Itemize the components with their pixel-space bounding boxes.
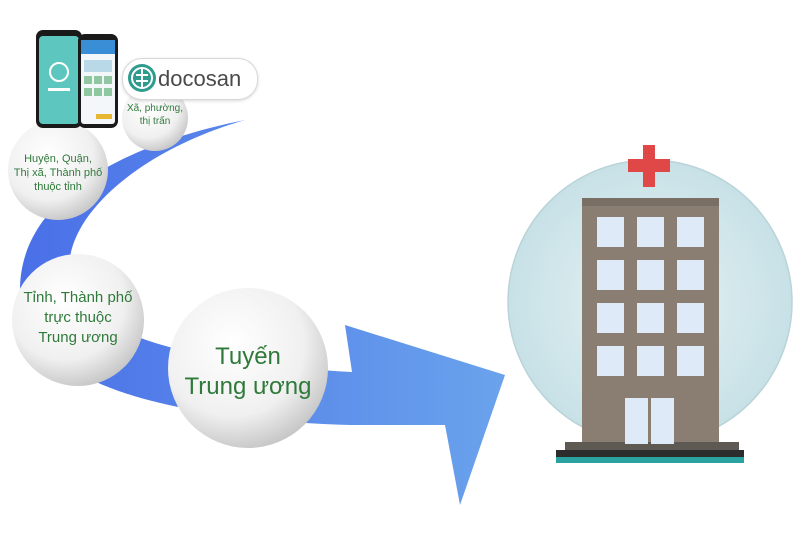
curved-arrow bbox=[20, 120, 505, 505]
level-sphere-commune bbox=[122, 85, 188, 151]
building-window bbox=[597, 260, 624, 290]
building-window bbox=[677, 260, 704, 290]
level-label-central: Tuyến Trung ương bbox=[184, 343, 312, 400]
brand-name: docosan bbox=[158, 66, 242, 91]
building-window bbox=[677, 346, 704, 376]
phone-app-icon bbox=[36, 30, 118, 128]
level-sphere-central bbox=[168, 288, 328, 448]
level-label-district: Huyện, Quận, Thị xã, Thành phố thuộc tỉn… bbox=[13, 153, 103, 193]
building-window bbox=[597, 217, 624, 247]
building-window bbox=[637, 346, 664, 376]
building-window bbox=[637, 303, 664, 333]
hospital-building-icon bbox=[556, 198, 744, 463]
docosan-logo-icon bbox=[128, 64, 156, 92]
building-window bbox=[637, 217, 664, 247]
level-sphere-district bbox=[8, 120, 108, 220]
building-window bbox=[637, 260, 664, 290]
level-label-province: Tỉnh, Thành phố trực thuộc Trung ương bbox=[23, 289, 133, 346]
level-label-commune: Xã, phường, thị trấn bbox=[126, 103, 184, 127]
building-window bbox=[677, 217, 704, 247]
red-cross-icon bbox=[628, 145, 670, 187]
building-window bbox=[677, 303, 704, 333]
level-sphere-province bbox=[12, 254, 144, 386]
building-window bbox=[597, 303, 624, 333]
building-window bbox=[597, 346, 624, 376]
